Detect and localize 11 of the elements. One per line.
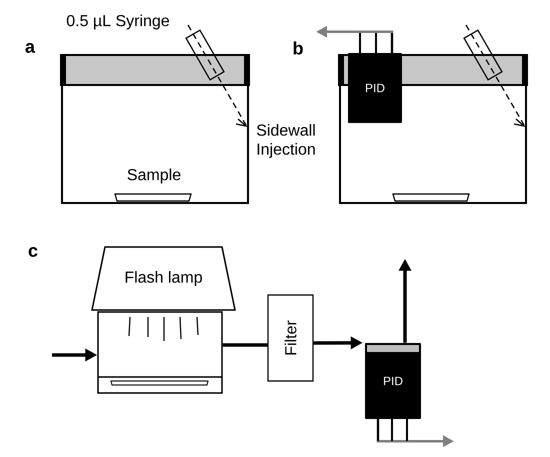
part-label: a xyxy=(26,43,36,53)
part-label: Sample xyxy=(128,168,180,184)
chamber-box xyxy=(97,311,223,394)
part-label: b xyxy=(294,41,303,55)
part-label: c xyxy=(28,247,38,257)
part-label: Sidewall Injection xyxy=(256,124,315,158)
detector-box: PID xyxy=(348,53,402,123)
detector-box: PID xyxy=(365,343,421,419)
filter-box: Filter xyxy=(267,294,314,382)
lamp-housing: Flash lamp xyxy=(91,246,236,311)
part-label: 0.5 µL Syringe xyxy=(66,14,170,30)
